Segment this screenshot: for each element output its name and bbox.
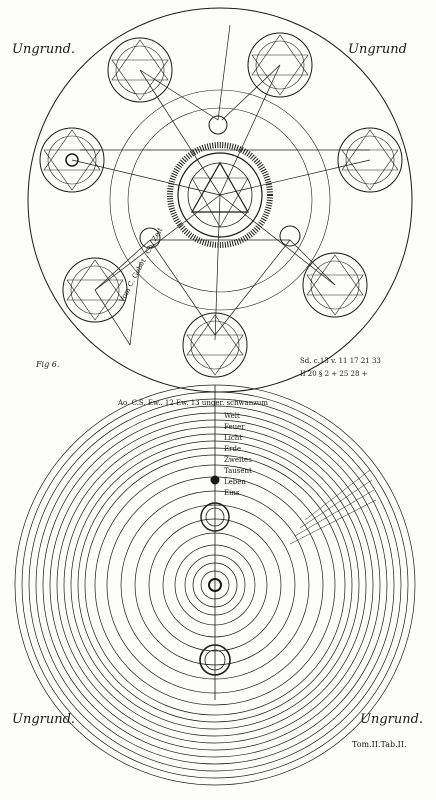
central-sunburst	[167, 142, 273, 248]
central-inverted-triangle	[191, 177, 249, 228]
lower-top-text: Ao. C.S. Ew.. 12 Ew. 13 unger. schwanzum	[118, 399, 269, 407]
right-note-line-2: II 20 § 2 + 25 28 +	[300, 370, 368, 378]
lower-small-dot	[210, 475, 220, 485]
planet-node-left	[139, 227, 161, 249]
lower-band-label-4: Erde	[224, 445, 242, 453]
seal-bottom	[182, 312, 248, 378]
seal-left	[39, 127, 105, 193]
seal-lower-right	[302, 252, 368, 318]
figure-label: Fig 6.	[36, 360, 60, 369]
lower-band-label-1: Welt	[224, 412, 240, 420]
planet-node-top	[208, 115, 228, 135]
lower-band-label-7: Leben	[224, 478, 246, 486]
right-note-line-1: Sd. c.13 v. 11 17 21 33	[300, 357, 381, 365]
seal-lower-left	[62, 257, 128, 323]
central-triangle	[190, 161, 250, 213]
lower-band-label-3: Licht	[224, 434, 243, 442]
lower-band-label-6: Tausent	[224, 467, 252, 475]
upper-inner-circle	[127, 107, 313, 293]
corner-label-bottom-left: Ungrund.	[12, 712, 76, 727]
corner-label-bottom-right: Ungrund.	[360, 712, 424, 727]
planet-node-right	[279, 225, 301, 247]
seal-top-left	[107, 37, 173, 103]
lower-band-label-5: Zweites	[224, 456, 252, 464]
lower-lower-globe	[199, 644, 231, 676]
lower-diagonal-rays	[289, 469, 377, 545]
central-circle	[177, 152, 263, 238]
corner-label-top-left: Ungrund.	[12, 42, 76, 57]
seal-right	[337, 127, 403, 193]
lower-band-label-2: Feuer	[224, 423, 245, 431]
seal-top-right	[247, 32, 313, 98]
lower-upper-globe	[200, 502, 230, 532]
lower-band-label-8: Eins	[224, 489, 240, 497]
upper-middle-circle	[109, 89, 331, 311]
plate-number: Tom.II.Tab.II.	[352, 740, 407, 749]
corner-label-top-right: Ungrund	[348, 42, 407, 57]
